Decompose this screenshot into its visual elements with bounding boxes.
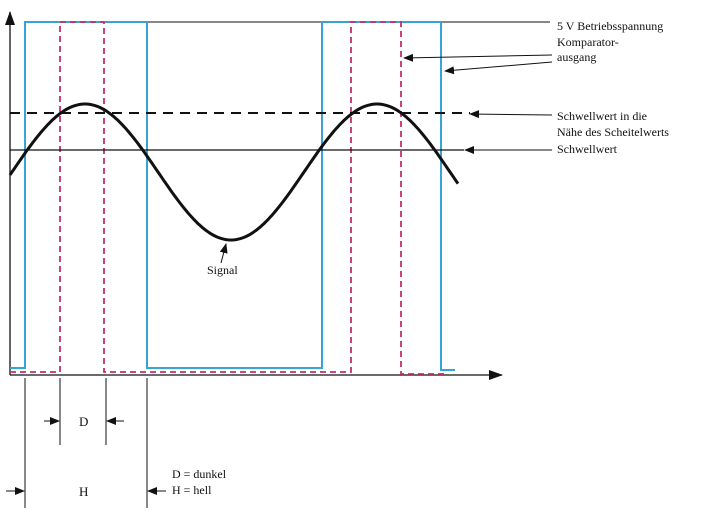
threshold-peak-leader-arrow [469,110,553,119]
comparator-label-line1: Komparator- [557,35,619,49]
threshold-peak-label-line2: Nähe des Scheitelwerts [557,125,669,139]
threshold-label: Schwellwert [557,142,618,156]
comparator-leader-arrow-peak [403,53,553,62]
legend-dark: D = dunkel [172,467,227,481]
dark-dimension-label: D [79,414,88,429]
signal-wave [8,102,460,242]
comparator-label-line2: ausgang [557,50,596,64]
bright-dimension-label: H [79,484,88,499]
threshold-peak-label-line1: Schwellwert in die [557,109,647,123]
comparator-output-trace [10,21,455,371]
signal-leader-arrow [219,243,228,264]
legend-bright: H = hell [172,483,212,497]
comparator-output-peak-trace [10,21,446,375]
supply-voltage-label: 5 V Betriebsspannung [557,19,663,33]
comparator-leader-arrow [444,61,553,75]
signal-label: Signal [207,263,238,277]
